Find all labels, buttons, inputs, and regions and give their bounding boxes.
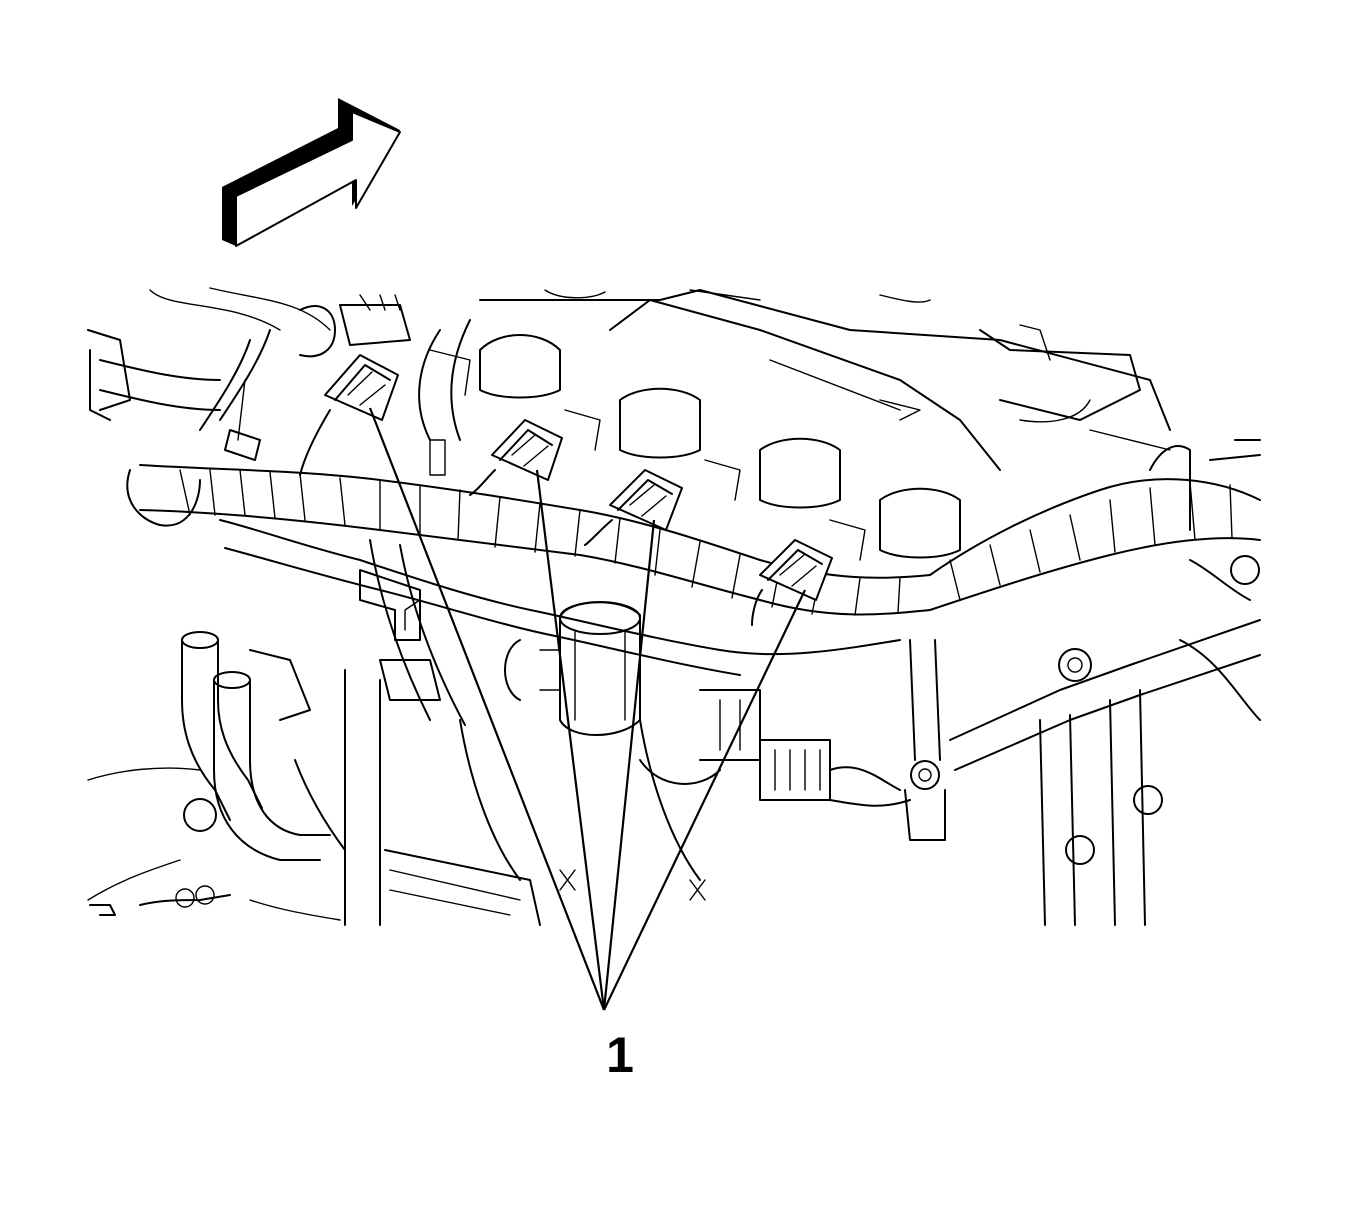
leader-line-3 [602,519,656,1011]
injector-connector-2 [469,419,563,496]
injector-connector-4 [751,539,833,626]
leader-line-4 [603,589,806,1011]
leader-line-1 [368,407,606,1011]
callout-leaders [368,407,806,1011]
callout-1-label: 1 [606,1027,634,1083]
direction-arrow-icon [222,98,401,247]
injector-connector-3 [584,469,683,546]
injector-connector-1 [299,354,399,476]
leader-line-2 [535,469,606,1011]
engine-assembly [87,287,1261,926]
